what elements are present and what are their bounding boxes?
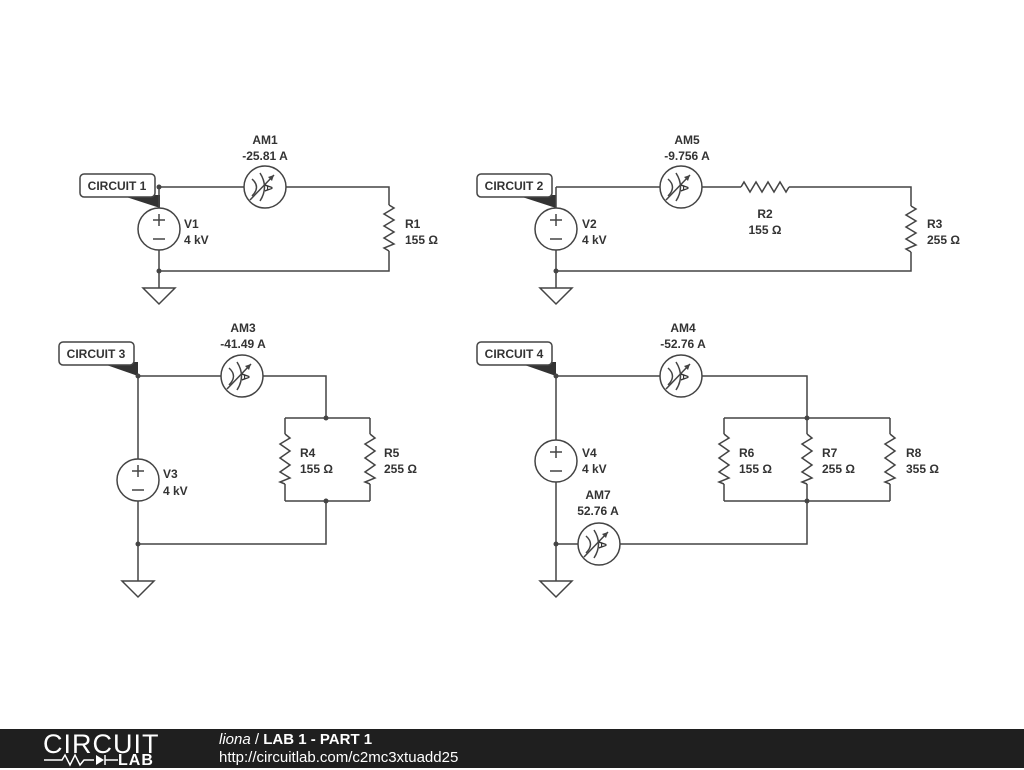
ammeter-reading: -9.756 A [664, 149, 710, 163]
ammeter-name: AM1 [252, 133, 278, 147]
source-name: V3 [163, 467, 178, 481]
resistor-value: 155 Ω [749, 223, 782, 237]
circuit-1-tag[interactable]: CIRCUIT 1 [79, 173, 160, 208]
resistor-icon[interactable] [382, 204, 396, 252]
resistor-value: 155 Ω [739, 462, 772, 476]
circuit-4: CIRCUIT 4 V4 4 kV A AM4 -52.76 A A AM7 5… [476, 321, 939, 598]
resistor-icon[interactable] [362, 433, 377, 485]
ground-icon[interactable] [539, 287, 573, 305]
ammeter-name: AM3 [230, 321, 256, 335]
resistor-value: 155 Ω [300, 462, 333, 476]
resistor-name: R8 [906, 446, 922, 460]
project-title[interactable]: LAB 1 - PART 1 [263, 731, 373, 748]
circuit-3-tag[interactable]: CIRCUIT 3 [58, 341, 138, 376]
title-separator: / [250, 731, 264, 748]
ammeter-name: AM4 [670, 321, 696, 335]
circuit-3-tag-label: CIRCUIT 3 [67, 347, 126, 361]
circuit-4-tag-label: CIRCUIT 4 [485, 347, 544, 361]
resistor-name: R7 [822, 446, 838, 460]
voltage-source-icon[interactable] [137, 207, 181, 251]
source-value: 4 kV [582, 462, 607, 476]
resistor-icon[interactable] [716, 433, 731, 485]
resistor-icon[interactable] [882, 433, 897, 485]
voltage-source-icon[interactable] [116, 458, 160, 502]
source-name: V4 [582, 446, 597, 460]
circuit-2: CIRCUIT 2 V2 4 kV A AM5 -9.756 A R2 155 … [476, 133, 960, 305]
resistor-name: R3 [927, 217, 943, 231]
ammeter-am5[interactable]: A [659, 165, 703, 209]
resistor-icon[interactable] [799, 433, 814, 485]
project-url[interactable]: http://circuitlab.com/c2mc3xtuadd25 [219, 749, 459, 766]
project-title-line: liona / LAB 1 - PART 1 [219, 731, 372, 748]
ammeter-name: AM7 [585, 488, 611, 502]
resistor-value: 255 Ω [927, 233, 960, 247]
ammeter-reading: -25.81 A [242, 149, 288, 163]
resistor-name: R1 [405, 217, 421, 231]
resistor-value: 355 Ω [906, 462, 939, 476]
ground-icon[interactable] [142, 287, 176, 305]
resistor-name: R2 [757, 207, 773, 221]
source-value: 4 kV [582, 233, 607, 247]
ground-icon[interactable] [539, 580, 573, 598]
logo-circuit-icon [44, 753, 118, 767]
footer-bar: CIRCUIT LAB liona / LAB 1 - PART 1 http:… [0, 729, 1024, 769]
resistor-name: R5 [384, 446, 400, 460]
ammeter-reading: -52.76 A [660, 337, 706, 351]
resistor-icon[interactable] [277, 433, 292, 485]
logo-wordmark-top: CIRCUIT [43, 729, 160, 759]
resistor-value: 255 Ω [822, 462, 855, 476]
circuit-1: CIRCUIT 1 V1 4 kV A AM1 -25.81 A R1 155 … [79, 133, 438, 305]
schematic-canvas: CIRCUIT 1 V1 4 kV A AM1 -25.81 A R1 155 … [58, 133, 960, 598]
source-value: 4 kV [163, 484, 188, 498]
source-name: V1 [184, 217, 199, 231]
resistor-value: 255 Ω [384, 462, 417, 476]
ammeter-letter: A [678, 184, 690, 192]
author-link[interactable]: liona [219, 731, 251, 748]
ammeter-letter: A [596, 541, 608, 549]
circuit-1-tag-label: CIRCUIT 1 [88, 179, 147, 193]
resistor-value: 155 Ω [405, 233, 438, 247]
source-name: V2 [582, 217, 597, 231]
source-value: 4 kV [184, 233, 209, 247]
ammeter-name: AM5 [674, 133, 700, 147]
voltage-source-icon[interactable] [534, 439, 578, 483]
circuit-3: CIRCUIT 3 V3 4 kV A AM3 -41.49 A R4 155 … [58, 321, 417, 598]
resistor-name: R6 [739, 446, 755, 460]
ammeter-reading: 52.76 A [577, 504, 619, 518]
ammeter-am1[interactable]: A [243, 165, 287, 209]
circuit-4-tag[interactable]: CIRCUIT 4 [476, 341, 556, 376]
ammeter-am7[interactable]: A [577, 522, 621, 566]
ammeter-letter: A [678, 373, 690, 381]
resistor-icon[interactable] [740, 180, 790, 194]
logo-wordmark-bottom: LAB [118, 752, 154, 769]
ammeter-reading: -41.49 A [220, 337, 266, 351]
circuit-2-tag[interactable]: CIRCUIT 2 [476, 173, 556, 208]
ammeter-letter: A [262, 184, 274, 192]
ammeter-letter: A [239, 373, 251, 381]
resistor-name: R4 [300, 446, 316, 460]
ammeter-am3[interactable]: A [220, 354, 264, 398]
circuit-2-tag-label: CIRCUIT 2 [485, 179, 544, 193]
ground-icon[interactable] [121, 580, 155, 598]
resistor-icon[interactable] [904, 205, 918, 253]
voltage-source-icon[interactable] [534, 207, 578, 251]
ammeter-am4[interactable]: A [659, 354, 703, 398]
